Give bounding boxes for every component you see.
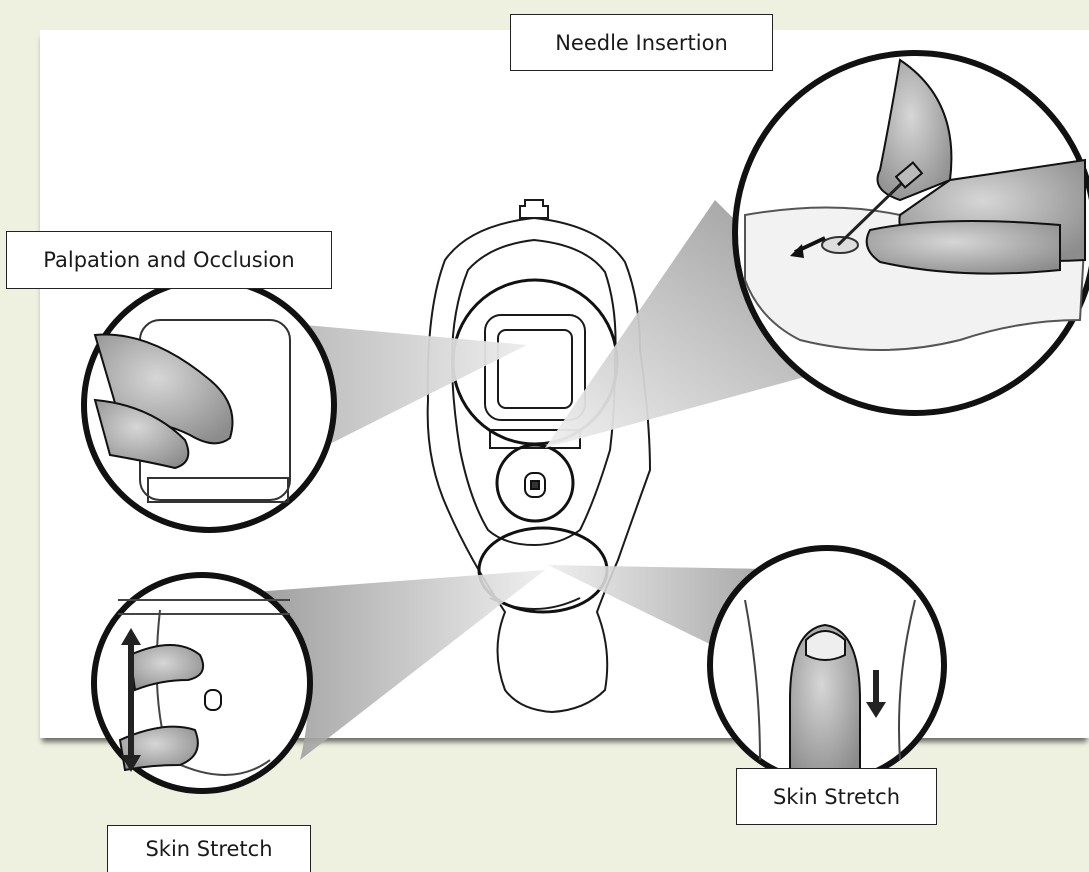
skin-stretch-right-zoom-circle	[710, 548, 944, 782]
palpation-occlusion-label: Palpation and Occlusion	[6, 231, 332, 289]
needle-insertion-zoom-circle	[735, 53, 1089, 413]
skin-stretch-right-label: Skin Stretch	[736, 768, 937, 825]
skin-stretch-left-label: Skin Stretch	[107, 825, 311, 872]
needle-insertion-label: Needle Insertion	[510, 14, 773, 71]
skin-stretch-left-zoom-circle	[94, 575, 310, 791]
port-device	[428, 200, 650, 712]
palpation-zoom-circle	[84, 280, 334, 530]
septum-icon	[525, 473, 545, 497]
